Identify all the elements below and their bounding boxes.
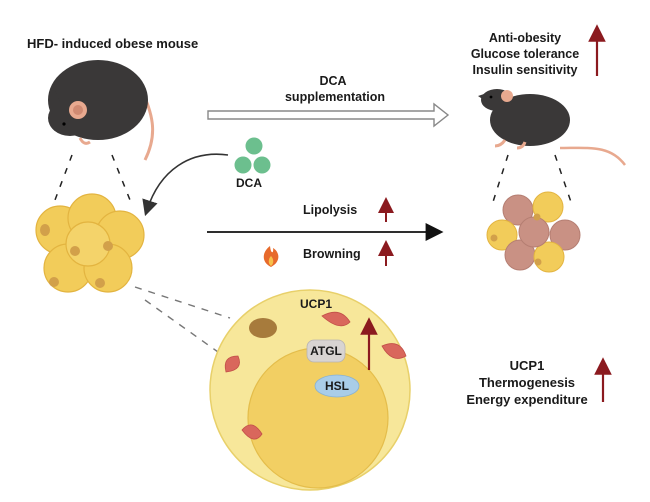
atgl-label: ATGL (310, 344, 342, 358)
effect-item: Energy expenditure (466, 392, 588, 407)
effect-item: Thermogenesis (478, 375, 576, 390)
outcome-item: Glucose tolerance (470, 47, 580, 61)
dca-molecule-icon (234, 137, 271, 174)
mitochondria-icon (224, 311, 407, 440)
zoom-guide-cell (134, 286, 231, 353)
effects-list: UCP1 Thermogenesis Energy expenditure (462, 357, 592, 408)
hsl-label: HSL (325, 379, 349, 393)
lean-mouse-icon (478, 89, 626, 166)
hsl-badge (314, 374, 360, 398)
zoom-guide-right (491, 154, 573, 206)
dca-to-fat-curved-arrow (142, 153, 229, 217)
lipolysis-label: Lipolysis (303, 203, 358, 217)
obese-mouse-icon (48, 60, 155, 161)
outcomes-list: Anti-obesity Glucose tolerance Insulin s… (460, 30, 590, 78)
dca-molecule-label: DCA (236, 176, 262, 190)
beige-adipocyte-cluster (486, 191, 581, 273)
treatment-label-line2: supplementation (284, 90, 385, 104)
outcome-item: Insulin sensitivity (472, 63, 578, 77)
browning-label: Browning (303, 247, 361, 261)
flame-icon (263, 246, 279, 267)
cell-ucp1-label: UCP1 (300, 297, 333, 311)
dca-supplementation-arrow (207, 102, 450, 128)
lipid-droplet (247, 347, 389, 489)
atgl-badge (306, 339, 346, 363)
nucleus-icon (249, 318, 277, 338)
zoom-guide-left (54, 154, 131, 201)
white-adipocyte-cluster (35, 193, 145, 293)
beige-adipocyte-detail (209, 289, 411, 491)
treatment-label-line1: DCA (319, 74, 347, 88)
outcome-item: Anti-obesity (488, 31, 562, 45)
obese-mouse-label: HFD- induced obese mouse (27, 36, 199, 51)
effect-item: UCP1 (509, 358, 545, 373)
